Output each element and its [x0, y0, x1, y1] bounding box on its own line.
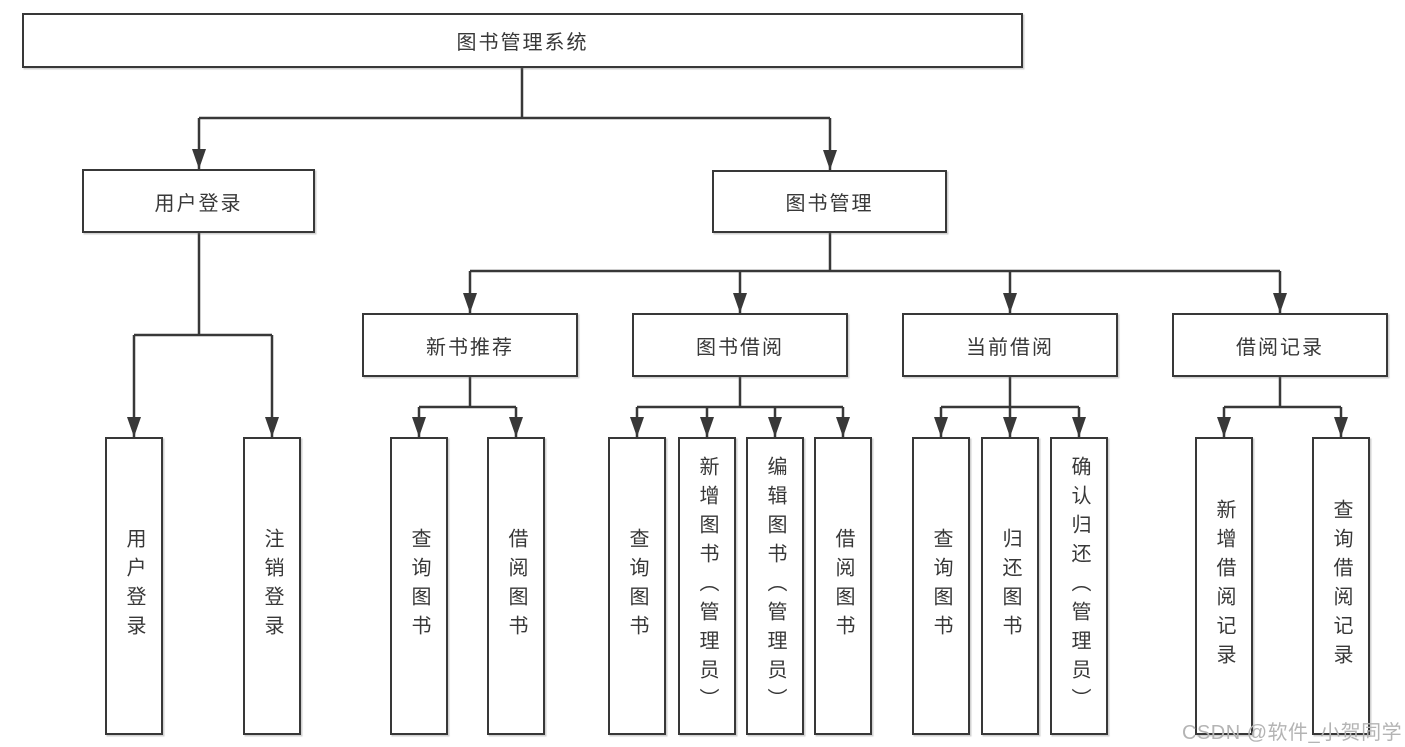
node-library-management-system: 图书管理系统 — [22, 13, 1023, 68]
node-label: 图书管理系统 — [456, 32, 589, 54]
leaf-label: 查询图书 — [408, 528, 430, 644]
connector-newbook-to-leaves — [417, 377, 518, 437]
leaf-label: 新增图书（管理员） — [696, 455, 718, 717]
leaf-label: 注销登录 — [261, 528, 283, 644]
leaf-query-books-current: 查询图书 — [912, 437, 970, 735]
leaf-confirm-return-admin: 确认归还（管理员） — [1050, 437, 1108, 735]
leaf-borrow-books-recommend: 借阅图书 — [487, 437, 545, 735]
connector-bookmgmt-to-level3 — [468, 233, 1282, 313]
leaf-logout-login: 注销登录 — [243, 437, 301, 735]
leaf-add-borrow-record: 新增借阅记录 — [1195, 437, 1253, 735]
leaf-label: 查询借阅记录 — [1330, 499, 1352, 673]
connector-bookborrow-to-leaves — [635, 377, 845, 437]
node-book-borrowing: 图书借阅 — [632, 313, 848, 377]
node-label: 图书管理 — [785, 193, 874, 215]
connector-records-to-leaves — [1222, 377, 1343, 437]
node-label: 用户登录 — [154, 192, 243, 215]
node-book-management: 图书管理 — [712, 170, 947, 233]
node-label: 图书借阅 — [696, 336, 784, 359]
node-new-book-recommend: 新书推荐 — [362, 313, 578, 377]
leaf-return-books: 归还图书 — [981, 437, 1039, 735]
leaf-user-login: 用户登录 — [105, 437, 163, 735]
leaf-label: 归还图书 — [999, 528, 1021, 644]
leaf-label: 查询图书 — [626, 528, 648, 644]
leaf-label: 用户登录 — [123, 528, 145, 644]
leaf-query-books-borrowing: 查询图书 — [608, 437, 666, 735]
leaf-query-books-recommend: 查询图书 — [390, 437, 448, 735]
connector-root-to-level2 — [197, 68, 832, 170]
node-label: 借阅记录 — [1236, 336, 1324, 359]
node-current-borrowing: 当前借阅 — [902, 313, 1118, 377]
leaf-label: 借阅图书 — [505, 528, 527, 644]
node-label: 当前借阅 — [966, 336, 1054, 359]
leaf-label: 查询图书 — [930, 528, 952, 644]
leaf-label: 编辑图书（管理员） — [764, 455, 786, 717]
connector-userlogin-to-leaves — [132, 233, 274, 437]
leaf-label: 确认归还（管理员） — [1068, 455, 1090, 717]
node-borrowing-records: 借阅记录 — [1172, 313, 1388, 377]
arrowheads — [127, 149, 1348, 437]
leaf-label: 借阅图书 — [832, 528, 854, 644]
leaf-add-books-admin: 新增图书（管理员） — [678, 437, 736, 735]
csdn-watermark: CSDN @软件_小贺同学 — [1182, 722, 1403, 744]
leaf-label: 新增借阅记录 — [1213, 499, 1235, 673]
leaf-query-borrow-record: 查询借阅记录 — [1312, 437, 1370, 735]
leaf-borrow-books-borrowing: 借阅图书 — [814, 437, 872, 735]
node-user-login: 用户登录 — [82, 169, 315, 233]
leaf-edit-books-admin: 编辑图书（管理员） — [746, 437, 804, 735]
node-label: 新书推荐 — [426, 336, 514, 359]
